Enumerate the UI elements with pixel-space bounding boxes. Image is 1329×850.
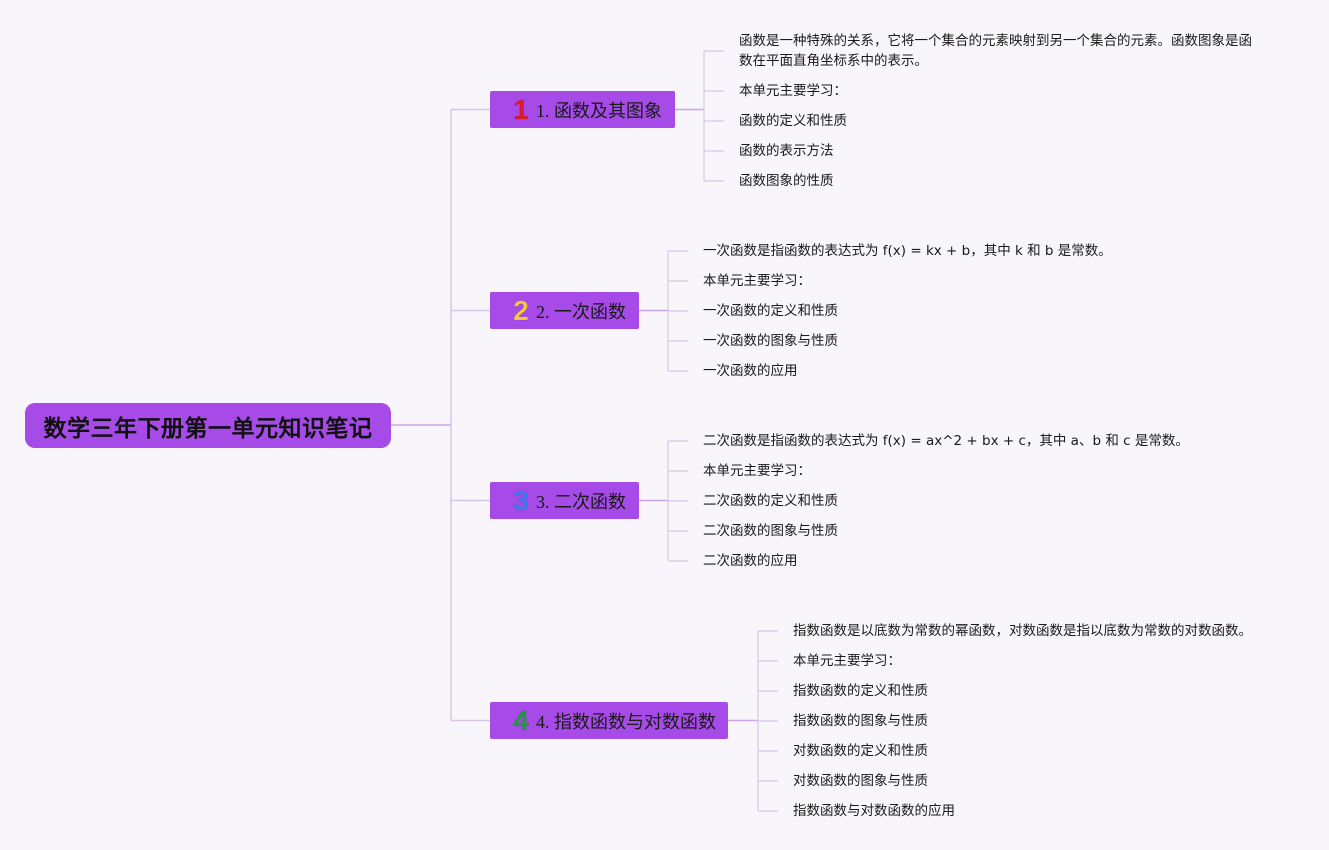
- leaf-item[interactable]: 二次函数的图象与性质: [703, 523, 838, 539]
- leaf-item[interactable]: 二次函数的应用: [703, 553, 798, 569]
- leaf-heading[interactable]: 本单元主要学习：: [703, 463, 811, 479]
- number-badge-icon: 3: [513, 484, 529, 516]
- leaf-heading[interactable]: 本单元主要学习：: [793, 653, 901, 669]
- leaf-item[interactable]: 函数图象的性质: [739, 173, 834, 189]
- branch-linear-function[interactable]: 2 2. 一次函数: [490, 292, 639, 329]
- root-topic[interactable]: 数学三年下册第一单元知识笔记: [25, 403, 391, 448]
- leaf-item[interactable]: 一次函数的应用: [703, 363, 798, 379]
- leaf-item[interactable]: 一次函数的图象与性质: [703, 333, 838, 349]
- leaf-item[interactable]: 二次函数是指函数的表达式为 f(x) = ax^2 + bx + c，其中 a、…: [703, 433, 1189, 449]
- leaf-item[interactable]: 指数函数的定义和性质: [793, 683, 928, 699]
- leaf-heading[interactable]: 本单元主要学习：: [703, 273, 811, 289]
- leaf-item[interactable]: 函数的定义和性质: [739, 113, 847, 129]
- leaf-item[interactable]: 对数函数的定义和性质: [793, 743, 928, 759]
- branch-label: 4. 指数函数与对数函数: [536, 711, 716, 732]
- leaf-item[interactable]: 对数函数的图象与性质: [793, 773, 928, 789]
- leaf-item[interactable]: 指数函数的图象与性质: [793, 713, 928, 729]
- leaf-item[interactable]: 一次函数的定义和性质: [703, 303, 838, 319]
- branch-label: 3. 二次函数: [536, 491, 626, 512]
- leaf-item[interactable]: 二次函数的定义和性质: [703, 493, 838, 509]
- leaf-heading[interactable]: 本单元主要学习：: [739, 83, 847, 99]
- number-badge-icon: 1: [513, 93, 529, 125]
- leaf-item[interactable]: 函数的表示方法: [739, 143, 834, 159]
- number-badge-icon: 2: [513, 294, 529, 326]
- branch-functions-graphs[interactable]: 1 1. 函数及其图象: [490, 91, 675, 128]
- number-badge-icon: 4: [513, 704, 529, 736]
- branch-quadratic-function[interactable]: 3 3. 二次函数: [490, 482, 639, 519]
- leaf-item[interactable]: 指数函数与对数函数的应用: [793, 803, 955, 819]
- branch-label: 2. 一次函数: [536, 301, 626, 322]
- leaf-item[interactable]: 指数函数是以底数为常数的幂函数，对数函数是指以底数为常数的对数函数。: [793, 623, 1252, 639]
- leaf-item[interactable]: 一次函数是指函数的表达式为 f(x) = kx + b，其中 k 和 b 是常数…: [703, 243, 1112, 259]
- branch-exp-log-function[interactable]: 4 4. 指数函数与对数函数: [490, 702, 728, 739]
- leaf-item[interactable]: 函数是一种特殊的关系，它将一个集合的元素映射到另一个集合的元素。函数图象是函数在…: [739, 33, 1252, 69]
- branch-label: 1. 函数及其图象: [536, 100, 662, 121]
